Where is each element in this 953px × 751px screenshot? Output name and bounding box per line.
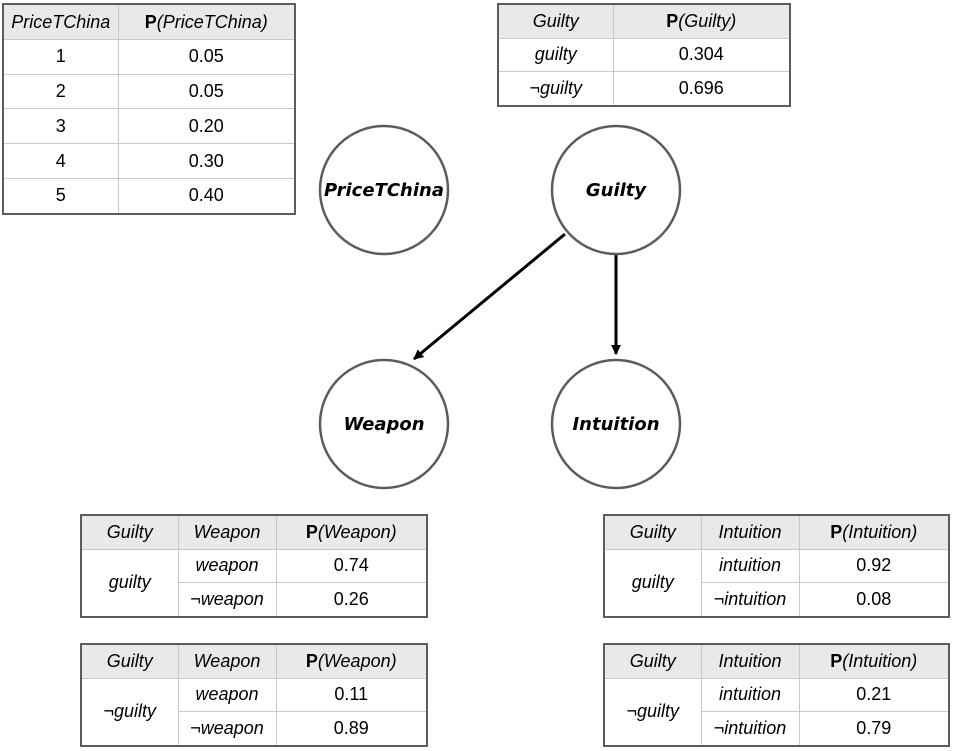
table-row: ¬guilty intuition 0.21 — [603, 677, 950, 747]
cell-prob: 0.92 — [798, 548, 950, 584]
header-variable: Guilty — [497, 3, 614, 39]
cell-prob: 0.21 — [798, 677, 950, 713]
header-parent: Guilty — [603, 643, 702, 679]
header-parent: Guilty — [80, 643, 179, 679]
cell-prob: 0.20 — [117, 108, 296, 145]
weapon-cpt-table-not-guilty: Guilty Weapon P(Weapon) ¬guilty weapon 0… — [80, 643, 428, 747]
edge-guilty-weapon — [413, 232, 566, 361]
cell-prob: 0.26 — [275, 582, 428, 618]
cell-prob: 0.696 — [612, 71, 791, 107]
cell-value: weapon — [177, 677, 277, 713]
cell-value: ¬weapon — [177, 711, 277, 747]
node-intuition-label: Intuition — [572, 414, 659, 435]
cell-value: ¬intuition — [700, 582, 800, 618]
header-variable: Weapon — [177, 643, 277, 679]
header-probability: P(Weapon) — [275, 643, 428, 679]
cell-value: 2 — [2, 73, 119, 110]
table-row: ¬intuition 0.79 — [604, 711, 950, 747]
cell-value: guilty — [497, 37, 614, 73]
cell-prob: 0.11 — [275, 677, 428, 713]
cell-value: 1 — [2, 39, 119, 75]
table-row: ¬intuition 0.08 — [604, 582, 950, 618]
node-price[interactable]: PriceTChina — [318, 124, 450, 256]
node-intuition[interactable]: Intuition — [550, 358, 682, 490]
cell-value: ¬intuition — [700, 711, 800, 747]
header-variable: Intuition — [700, 514, 800, 550]
table-row: guilty intuition 0.92 — [603, 548, 950, 618]
cell-value: 5 — [2, 177, 119, 215]
cell-prob: 0.89 — [275, 711, 428, 747]
table-row: guilty weapon 0.74 — [80, 548, 428, 618]
table-header-row: Guilty Intuition P(Intuition) — [603, 514, 950, 550]
cell-parent-value: ¬guilty — [80, 677, 179, 747]
header-probability: P(Intuition) — [798, 643, 950, 679]
cell-value: intuition — [700, 548, 800, 584]
cell-prob: 0.08 — [798, 582, 950, 618]
header-probability: P(Guilty) — [612, 3, 791, 39]
table-header-row: Guilty Intuition P(Intuition) — [603, 643, 950, 679]
cell-value: intuition — [700, 677, 800, 713]
cell-prob: 0.40 — [117, 177, 296, 215]
cell-value: 4 — [2, 143, 119, 179]
table-row: ¬weapon 0.89 — [81, 711, 428, 747]
header-parent: Guilty — [80, 514, 179, 550]
table-header-row: Guilty P(Guilty) — [497, 3, 791, 39]
cell-parent-value: guilty — [80, 548, 179, 618]
node-price-label: PriceTChina — [324, 180, 444, 201]
cell-prob: 0.05 — [117, 73, 296, 110]
header-parent: Guilty — [603, 514, 702, 550]
cell-prob: 0.304 — [612, 37, 791, 73]
cell-prob: 0.30 — [117, 143, 296, 179]
cell-parent-value: guilty — [603, 548, 702, 618]
cell-prob: 0.05 — [117, 39, 296, 75]
cell-prob: 0.79 — [798, 711, 950, 747]
header-variable: Weapon — [177, 514, 277, 550]
cell-value: 3 — [2, 108, 119, 145]
table-row: ¬guilty weapon 0.11 — [80, 677, 428, 747]
header-variable: PriceTChina — [2, 3, 119, 41]
cell-value: weapon — [177, 548, 277, 584]
table-header-row: PriceTChina P(PriceTChina) — [2, 3, 296, 41]
cell-value: ¬guilty — [497, 71, 614, 107]
weapon-cpt-table-guilty: Guilty Weapon P(Weapon) guilty weapon 0.… — [80, 514, 428, 618]
table-row: ¬weapon 0.26 — [81, 582, 428, 618]
node-guilty-label: Guilty — [586, 180, 648, 201]
cell-parent-value: ¬guilty — [603, 677, 702, 747]
header-variable: Intuition — [700, 643, 800, 679]
intuition-cpt-table-guilty: Guilty Intuition P(Intuition) guilty int… — [603, 514, 950, 618]
node-guilty[interactable]: Guilty — [550, 124, 682, 256]
node-weapon[interactable]: Weapon — [318, 358, 450, 490]
intuition-cpt-table-not-guilty: Guilty Intuition P(Intuition) ¬guilty in… — [603, 643, 950, 747]
header-probability: P(Weapon) — [275, 514, 428, 550]
cell-prob: 0.74 — [275, 548, 428, 584]
table-header-row: Guilty Weapon P(Weapon) — [80, 514, 428, 550]
table-header-row: Guilty Weapon P(Weapon) — [80, 643, 428, 679]
node-weapon-label: Weapon — [343, 414, 424, 435]
cell-value: ¬weapon — [177, 582, 277, 618]
header-probability: P(PriceTChina) — [117, 3, 296, 41]
header-probability: P(Intuition) — [798, 514, 950, 550]
